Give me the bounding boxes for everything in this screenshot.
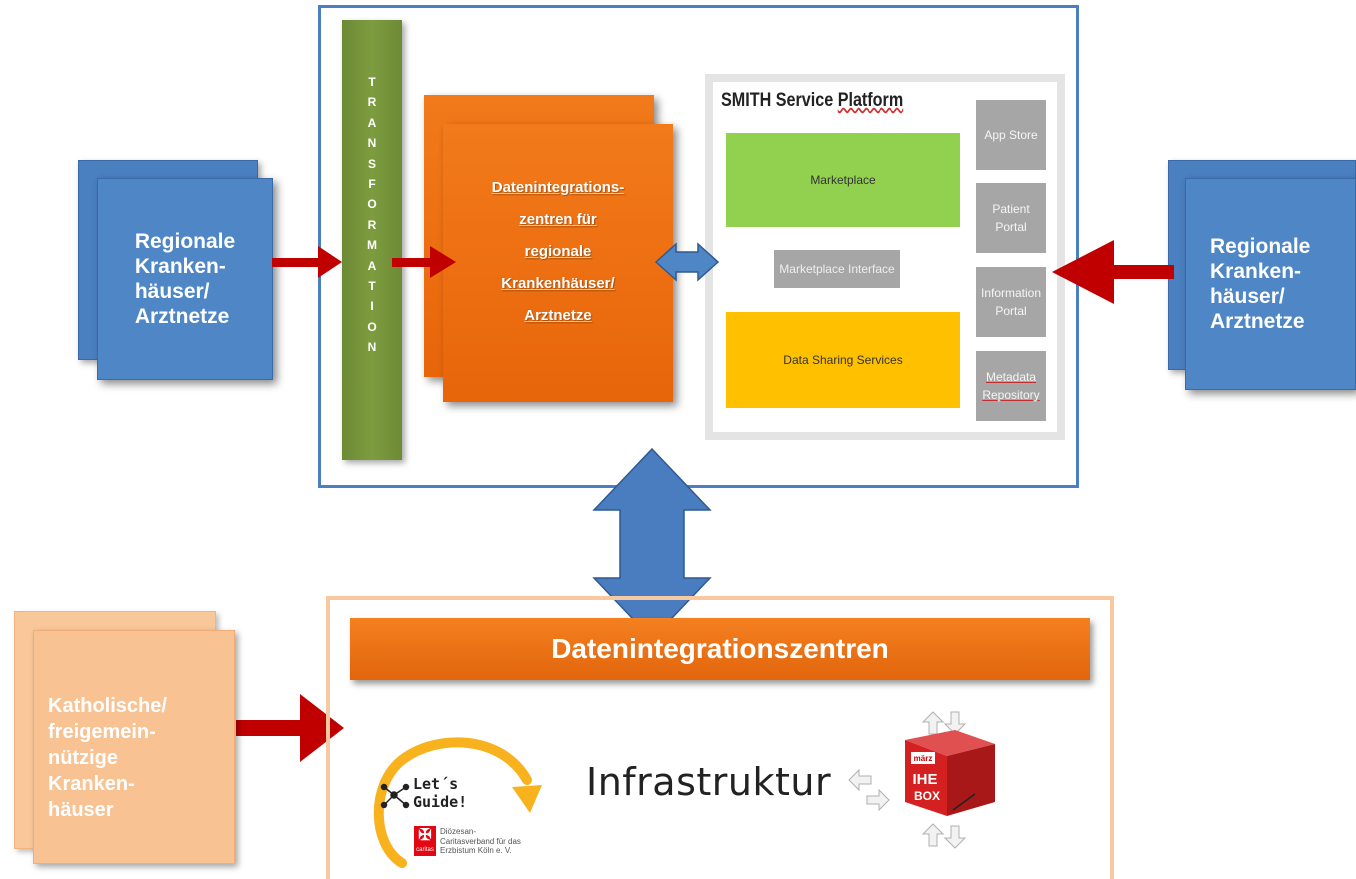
transformation-letter: F xyxy=(368,176,376,191)
metadata-repository-button: Metadata Repository xyxy=(976,351,1046,421)
marketplace-label: Marketplace xyxy=(810,173,876,187)
data-integration-label: Datenintegrations- zentren für regionale… xyxy=(491,179,625,324)
lets-guide-text: Let´s Guide! xyxy=(413,775,468,811)
patient-portal-button: Patient Portal xyxy=(976,183,1046,253)
lets-guide-logo xyxy=(373,737,542,868)
data-integration-box: Datenintegrations- zentren für regionale… xyxy=(443,124,673,402)
ihe-box-graphic: märz IHE BOX xyxy=(848,711,995,849)
ihe-brand: märz xyxy=(914,754,933,763)
transformation-letter: O xyxy=(367,319,377,334)
bottom-frame xyxy=(326,596,1114,879)
platform-title-underlined: Platform xyxy=(837,90,904,111)
transformation-letter: R xyxy=(367,95,377,110)
transformation-letter: A xyxy=(367,258,377,273)
metadata-repository-label: Metadata Repository xyxy=(982,370,1040,402)
information-portal-label: Information Portal xyxy=(980,286,1042,318)
ihe-label: IHE xyxy=(912,771,937,788)
transformation-letter: T xyxy=(368,75,376,89)
exchange-arrow-icon-top xyxy=(921,711,967,735)
information-portal-button: Information Portal xyxy=(976,267,1046,337)
transformation-letter: N xyxy=(367,340,377,355)
data-sharing-box: Data Sharing Services xyxy=(726,312,960,408)
transformation-letter: I xyxy=(370,299,374,314)
smith-platform: SMITH Service Platform Marketplace Marke… xyxy=(705,74,1065,440)
caritas-logo-text: caritas xyxy=(416,847,434,853)
network-icon xyxy=(380,783,410,809)
transformation-letter: T xyxy=(368,278,376,293)
right-hospitals-box: Regionale Kranken- häuser/ Arztnetze xyxy=(1185,178,1356,390)
left-hospitals-box: Regionale Kranken- häuser/ Arztnetze xyxy=(97,178,273,380)
ihe-box-label: BOX xyxy=(914,789,940,803)
bottom-banner: Datenintegrationszentren xyxy=(350,618,1090,680)
transformation-letter: S xyxy=(367,156,376,171)
bottom-banner-label: Datenintegrationszentren xyxy=(551,633,889,664)
left-hospitals-label: Regionale Kranken- häuser/ Arztnetze xyxy=(134,230,236,328)
infrastruktur-label: Infrastruktur xyxy=(586,760,832,804)
marketplace-interface-box: Marketplace Interface xyxy=(774,250,900,288)
exchange-arrow-icon-bottom xyxy=(921,823,967,849)
app-store-label: App Store xyxy=(984,128,1038,142)
marketplace-interface-label: Marketplace Interface xyxy=(779,262,895,276)
transformation-letter: N xyxy=(367,136,377,151)
transformation-letter: O xyxy=(367,197,377,212)
catholic-hospitals-box: Katholische/ freigemein- nützige Kranken… xyxy=(33,630,235,864)
app-store-button: App Store xyxy=(976,100,1046,170)
caritas-text: Diözesan- Caritasverband für das Erzbist… xyxy=(440,827,521,855)
transformation-letter: R xyxy=(367,217,377,232)
patient-portal-label: Patient Portal xyxy=(992,202,1030,234)
catholic-hospitals-label: Katholische/ freigemein- nützige Kranken… xyxy=(48,695,167,821)
transformation-letter: M xyxy=(367,238,377,253)
marketplace-box: Marketplace xyxy=(726,133,960,227)
transformation-letter: A xyxy=(367,115,377,130)
caritas-logo: ✠ caritas xyxy=(414,826,436,856)
ihe-cube-icon: märz IHE BOX xyxy=(905,730,995,816)
platform-title-prefix: SMITH Service xyxy=(721,90,838,111)
caritas-cross-icon: ✠ xyxy=(418,827,432,844)
right-hospitals-label: Regionale Kranken- häuser/ Arztnetze xyxy=(1210,235,1311,333)
exchange-arrow-icon-left xyxy=(848,768,890,812)
data-sharing-label: Data Sharing Services xyxy=(783,353,903,367)
platform-title: SMITH Service Platform xyxy=(721,90,903,112)
